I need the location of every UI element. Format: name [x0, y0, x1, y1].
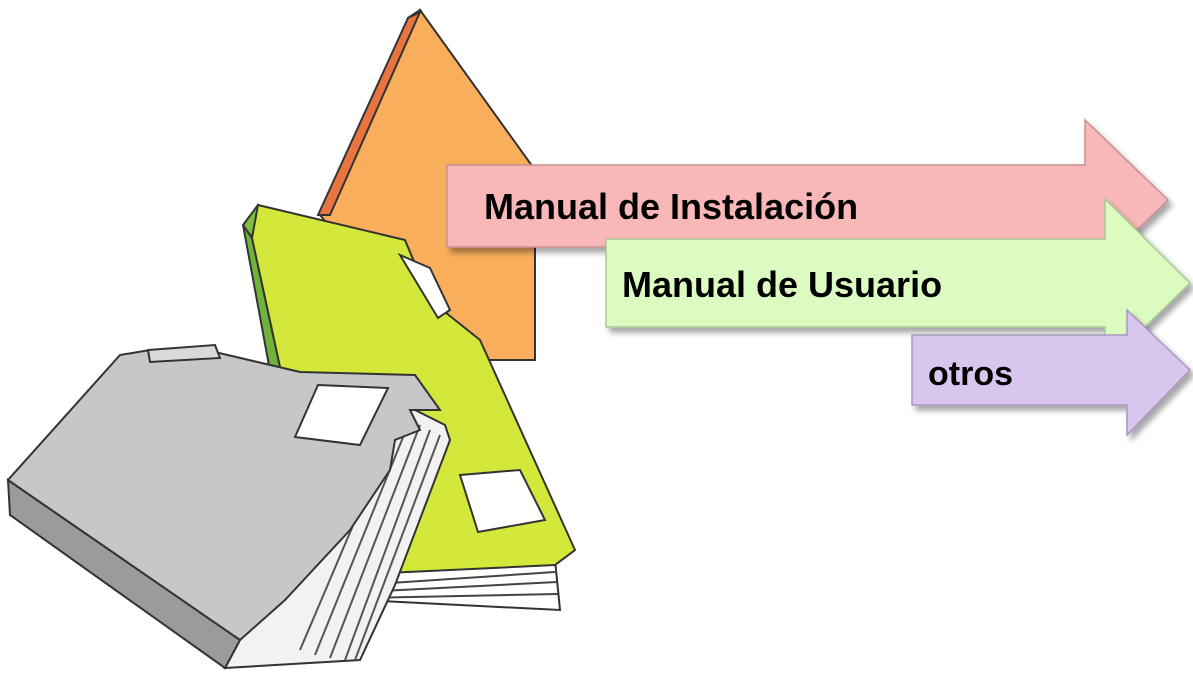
arrow-others — [911, 308, 1192, 437]
manual-installation-label: Manual de Instalación — [484, 186, 859, 227]
others-label: otros — [928, 355, 1013, 393]
manual-user-label: Manual de Usuario — [622, 264, 943, 305]
gray-binder-icon — [6, 343, 452, 670]
arrow-user — [605, 197, 1192, 368]
